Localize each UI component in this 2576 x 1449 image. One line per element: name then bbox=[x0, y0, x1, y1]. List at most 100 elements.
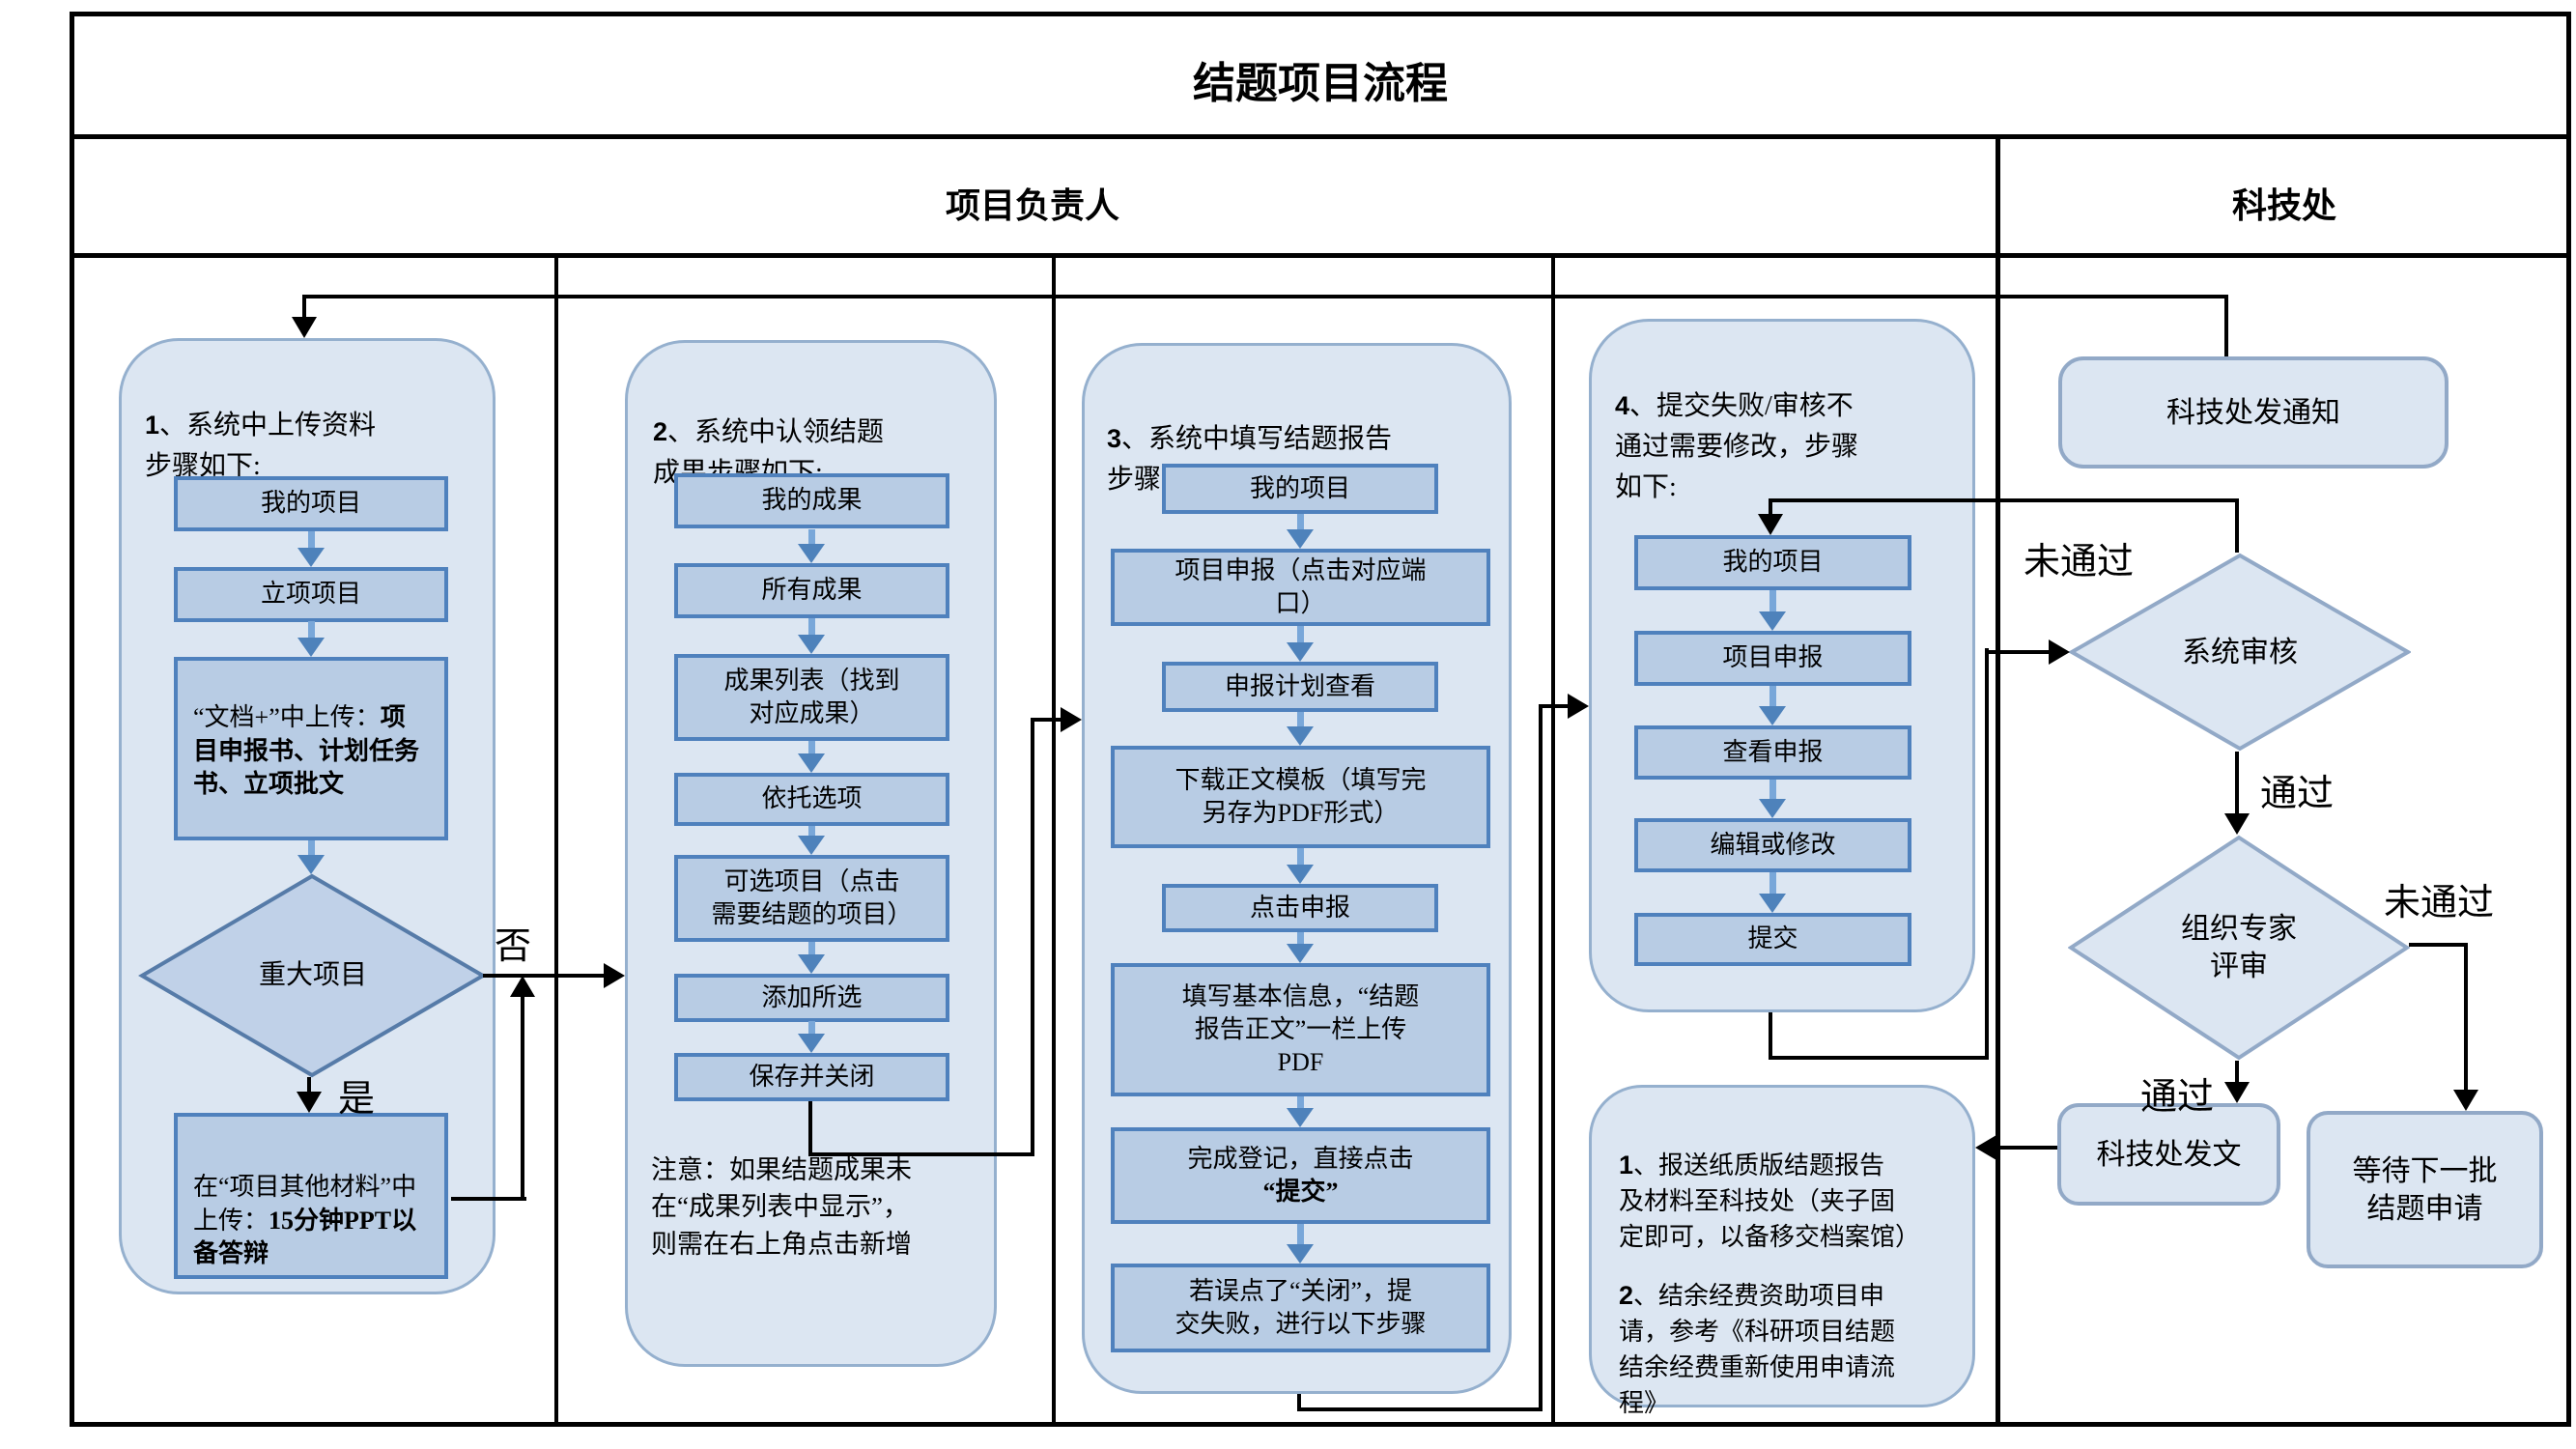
label-fail-expert-review: 未通过 bbox=[2384, 883, 2495, 923]
step-box: 立项项目 bbox=[174, 567, 448, 622]
connector-notify-across bbox=[302, 295, 2228, 298]
lane-header-sci-tech-office: 科技处 bbox=[2231, 186, 2336, 225]
heading-step1: 1、系统中上传资料 步骤如下: bbox=[145, 365, 478, 487]
connector-notify-up bbox=[2224, 295, 2228, 356]
flow-arrow bbox=[1759, 872, 1786, 913]
wait-next-batch-box: 等待下一批 结题申请 bbox=[2307, 1111, 2543, 1268]
connector-fail-left bbox=[1769, 498, 2239, 502]
flow-arrow bbox=[798, 826, 825, 855]
arrowhead-into-myprojects4 bbox=[1758, 514, 1783, 535]
upload-box-bold: 项目申报书、计划任务书、立项批文 bbox=[193, 703, 420, 798]
system-review-label: 系统审核 bbox=[2182, 636, 2298, 668]
connector-c3-down bbox=[1297, 1394, 1301, 1411]
step-box: 我的项目 bbox=[1162, 464, 1438, 514]
major-project-diamond bbox=[138, 873, 487, 1078]
flow-arrow bbox=[1759, 686, 1786, 725]
notes-item-2-num: 2 bbox=[1619, 1280, 1634, 1310]
connector-save-into3 bbox=[1031, 718, 1062, 722]
submit-fail-box: 若误点了“关闭”，提 交失败，进行以下步骤 bbox=[1111, 1264, 1490, 1352]
major-project-diamond-label: 重大项目 bbox=[258, 959, 367, 990]
flow-arrow bbox=[297, 531, 325, 567]
step-box: 申报计划查看 bbox=[1162, 662, 1438, 712]
table-border bbox=[70, 12, 2571, 1427]
connector-c4-down bbox=[1769, 1012, 1772, 1060]
office-issue-doc-box: 科技处发文 bbox=[2057, 1103, 2280, 1206]
expert-review-label: 组织专家 评审 bbox=[2181, 913, 2297, 982]
arrowhead-into-notes bbox=[1975, 1135, 1996, 1160]
arrowhead-into-expert-review bbox=[2224, 813, 2250, 835]
flow-arrow bbox=[1287, 514, 1314, 549]
ppt-box-bold: 15分钟PPT以备答辩 bbox=[193, 1206, 417, 1267]
flow-arrow bbox=[798, 529, 825, 563]
flow-arrow bbox=[1287, 712, 1314, 746]
heading-step3-num: 3 bbox=[1107, 424, 1122, 453]
step-box: 我的项目 bbox=[1634, 535, 1911, 590]
flow-arrow bbox=[1287, 848, 1314, 884]
heading-step4-text: 、提交失败/审核不 通过需要修改，步骤 如下: bbox=[1615, 391, 1859, 502]
label-yes: 是 bbox=[338, 1079, 376, 1120]
column-divider-2 bbox=[1052, 257, 1056, 1427]
notes-item-2-text: 、结余经费资助项目申 请，参考《科研项目结题 结余经费重新使用申请流 程》 bbox=[1619, 1281, 1896, 1417]
arrowhead-into-container3 bbox=[1061, 707, 1082, 732]
arrowhead-into-container1 bbox=[292, 317, 317, 338]
connector-pass2 bbox=[2235, 1061, 2239, 1086]
connector-fail-up bbox=[2235, 498, 2239, 553]
flow-arrow bbox=[798, 1021, 825, 1053]
ppt-box-prefix: 在“项目其他材料”中上传： bbox=[193, 1173, 417, 1235]
connector-c3-into4 bbox=[1539, 704, 1572, 708]
flow-arrow bbox=[297, 840, 325, 874]
flow-arrow bbox=[1287, 932, 1314, 963]
lane-header-project-leader: 项目负责人 bbox=[945, 186, 1119, 225]
connector-c4-into-review bbox=[1985, 650, 2051, 654]
label-no: 否 bbox=[495, 926, 532, 967]
step-box: 成果列表（找到 对应成果） bbox=[674, 654, 949, 741]
flow-arrow bbox=[1759, 780, 1786, 818]
connector-fail2-down bbox=[2464, 943, 2468, 1092]
arrowhead-into-system-review bbox=[2049, 639, 2070, 665]
connector-issue-left bbox=[1995, 1146, 2057, 1150]
connector-ppt-up bbox=[521, 997, 524, 1201]
submit-box-bold: “提交” bbox=[1262, 1178, 1339, 1206]
step-box: 提交 bbox=[1634, 913, 1911, 966]
connector-c4-up bbox=[1985, 648, 1989, 1060]
column-divider-3 bbox=[1551, 257, 1555, 1427]
notes-item-1: 1、报送纸质版结题报告 及材料至科技处（夹子固 定即可，以备移交档案馆） bbox=[1619, 1111, 1963, 1256]
connector-save-down bbox=[808, 1101, 812, 1156]
header-row-divider bbox=[70, 253, 2571, 258]
flow-arrow bbox=[1759, 590, 1786, 631]
notes-item-1-num: 1 bbox=[1619, 1150, 1634, 1179]
arrowhead-into-wait-box bbox=[2453, 1090, 2478, 1111]
step-box: 依托选项 bbox=[674, 773, 949, 826]
submit-box-prefix: 完成登记，直接点击 bbox=[1187, 1144, 1414, 1173]
connector-c3-right bbox=[1297, 1407, 1543, 1411]
step-box: 下载正文模板（填写完 另存为PDF形式） bbox=[1111, 746, 1490, 848]
upload-documents-box: “文档+”中上传：项目申报书、计划任务书、立项批文 bbox=[174, 657, 448, 840]
step-box: 所有成果 bbox=[674, 563, 949, 618]
submit-registration-box: 完成登记，直接点击 “提交” bbox=[1111, 1127, 1490, 1224]
flow-arrow bbox=[1287, 1096, 1314, 1127]
flow-arrow bbox=[798, 618, 825, 654]
step-box: 项目申报 bbox=[1634, 631, 1911, 686]
connector-yes-down bbox=[307, 1077, 311, 1094]
ppt-upload-box: 在“项目其他材料”中上传：15分钟PPT以备答辩 bbox=[174, 1113, 448, 1279]
heading-step4-num: 4 bbox=[1615, 391, 1630, 420]
connector-fail2-right bbox=[2409, 943, 2468, 947]
column-divider-1 bbox=[554, 257, 558, 1427]
connector-save-right bbox=[808, 1152, 1034, 1156]
connector-notify-down bbox=[302, 295, 306, 319]
arrowhead-into-container4 bbox=[1568, 694, 1589, 719]
upload-box-prefix: “文档+”中上传： bbox=[193, 703, 381, 732]
notes-item-2: 2、结余经费资助项目申 请，参考《科研项目结题 结余经费重新使用申请流 程》 bbox=[1619, 1241, 1963, 1422]
flow-arrow bbox=[798, 741, 825, 773]
arrowhead-into-ppt-box bbox=[297, 1092, 322, 1113]
label-pass-system-review: 通过 bbox=[2260, 774, 2335, 814]
system-review-diamond bbox=[2069, 553, 2411, 752]
label-pass-expert-review: 通过 bbox=[2140, 1077, 2215, 1118]
page-title: 结题项目流程 bbox=[1193, 60, 1448, 107]
arrowhead-into-issue-doc bbox=[2224, 1082, 2250, 1103]
heading-step1-num: 1 bbox=[145, 411, 160, 440]
step-box: 填写基本信息，“结题 报告正文”一栏上传 PDF bbox=[1111, 963, 1490, 1096]
flow-arrow bbox=[1287, 1224, 1314, 1264]
step-box: 保存并关闭 bbox=[674, 1053, 949, 1101]
